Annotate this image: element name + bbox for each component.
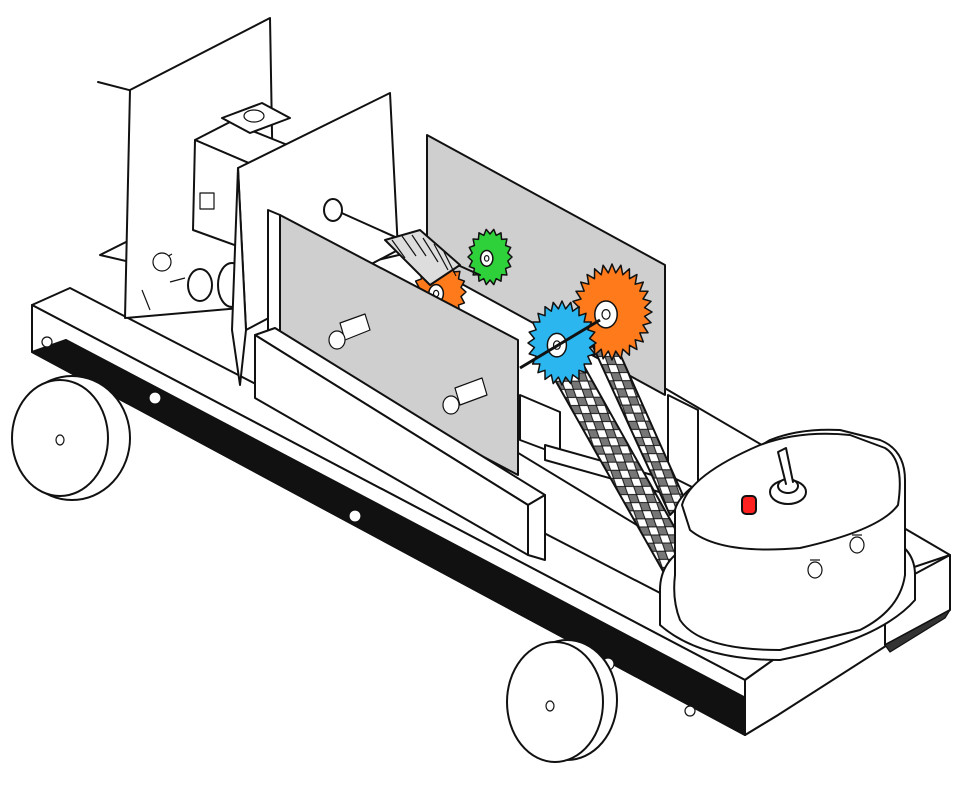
wheel-icon (11, 375, 131, 501)
wheel-icon (506, 639, 618, 763)
control-box (659, 428, 916, 661)
worm-shaft (323, 198, 481, 286)
bolt-icon (807, 559, 823, 579)
toggle-switch-icon (769, 447, 807, 505)
gear-icon (467, 228, 513, 286)
middle-board (254, 327, 546, 561)
led-icon (741, 495, 757, 515)
bolt-icon (442, 377, 488, 415)
bolt-icon (849, 534, 865, 554)
bolt-icon (328, 313, 371, 350)
gear-shaft (519, 318, 601, 370)
front-plate (267, 209, 519, 476)
